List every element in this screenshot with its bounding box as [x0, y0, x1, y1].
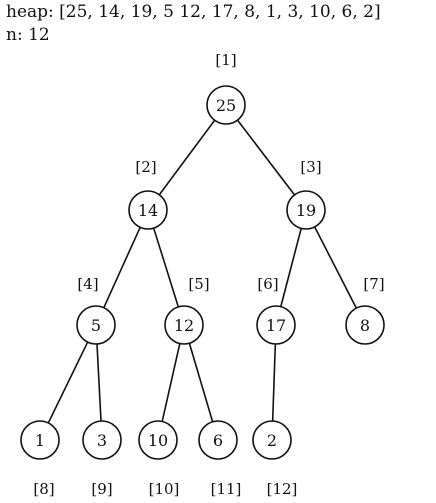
- tree-edge: [161, 343, 181, 422]
- heap-node: 8: [345, 305, 385, 345]
- heap-node-value: 2: [267, 431, 277, 450]
- heap-node-circle: [256, 305, 296, 345]
- heap-node: 10: [138, 420, 178, 460]
- heap-node: 5: [76, 305, 116, 345]
- heap-node-circle: [164, 305, 204, 345]
- heap-node-value: 25: [216, 96, 236, 115]
- heap-node-circle: [82, 420, 122, 460]
- heap-size-label: n: 12: [6, 25, 50, 45]
- heap-node: 19: [286, 190, 326, 230]
- heap-node: 14: [128, 190, 168, 230]
- tree-edge: [152, 227, 180, 308]
- heap-node-value: 12: [174, 316, 194, 335]
- tree-edges: [47, 119, 358, 424]
- tree-edge: [280, 228, 302, 307]
- heap-node-value: 1: [35, 431, 45, 450]
- heap-node-circle: [128, 190, 168, 230]
- heap-node: 6: [198, 420, 238, 460]
- heap-node-value: 17: [266, 316, 286, 335]
- heap-node-circle: [206, 85, 246, 125]
- heap-node-value: 8: [360, 316, 370, 335]
- heap-node-index: [6]: [257, 275, 278, 293]
- tree-edge: [271, 343, 277, 422]
- heap-node-index: [4]: [77, 275, 98, 293]
- heap-node-value: 3: [97, 431, 107, 450]
- heap-node-index: [3]: [300, 158, 321, 176]
- heap-node-circle: [76, 305, 116, 345]
- tree-edge: [236, 119, 296, 196]
- heap-node-circle: [138, 420, 178, 460]
- heap-node: 17: [256, 305, 296, 345]
- heap-node-index: [2]: [135, 158, 156, 176]
- tree-index-labels: [1] [2] [3] [4] [5] [6] [7] [8] [9] [10] [11] [12]: [33, 51, 384, 498]
- tree-edge: [96, 343, 102, 422]
- heap-node-value: 5: [91, 316, 101, 335]
- heap-node: 1: [20, 420, 60, 460]
- tree-edge: [47, 341, 89, 424]
- heap-node-value: 14: [138, 201, 158, 220]
- heap-node: 2: [252, 420, 292, 460]
- heap-node-value: 19: [296, 201, 316, 220]
- heap-node-circle: [198, 420, 238, 460]
- heap-node-value: 10: [148, 431, 168, 450]
- heap-node-circle: [252, 420, 292, 460]
- heap-node-index: [5]: [188, 275, 209, 293]
- tree-edge: [103, 226, 141, 309]
- tree-nodes: 25 14 19 5 12 17 8 1 3 10 6 2: [20, 85, 385, 460]
- heap-node-index: [9]: [91, 480, 112, 498]
- heap-node-circle: [286, 190, 326, 230]
- heap-node: 25: [206, 85, 246, 125]
- heap-node-index: [11]: [211, 480, 242, 498]
- tree-edge: [188, 342, 214, 423]
- heap-node-index: [10]: [149, 480, 180, 498]
- heap-node-index: [1]: [215, 51, 236, 69]
- heap-node-circle: [345, 305, 385, 345]
- heap-node-circle: [20, 420, 60, 460]
- heap-node-value: 6: [213, 431, 223, 450]
- heap-node-index: [7]: [363, 275, 384, 293]
- heap-node-index: [12]: [267, 480, 298, 498]
- heap-node: 12: [164, 305, 204, 345]
- heap-node-index: [8]: [33, 480, 54, 498]
- heap-array-label: heap: [25, 14, 19, 5 12, 17, 8, 1, 3, 10…: [6, 2, 381, 22]
- tree-edge: [158, 119, 216, 196]
- heap-node: 3: [82, 420, 122, 460]
- tree-edge: [313, 226, 358, 309]
